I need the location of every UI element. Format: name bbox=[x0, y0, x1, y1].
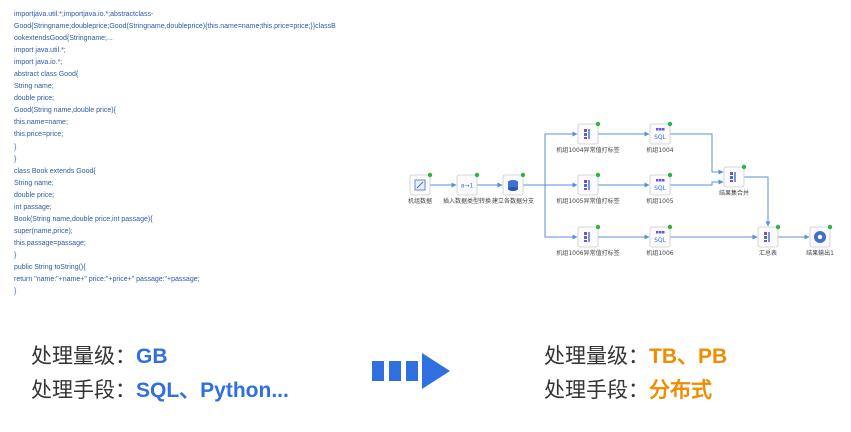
transition-arrow-icon bbox=[372, 353, 450, 389]
status-dot bbox=[775, 224, 781, 230]
code-line: Book(String name,double price,int passag… bbox=[14, 215, 153, 223]
code-line: import java.util.*; bbox=[14, 47, 66, 55]
status-dot bbox=[667, 224, 673, 230]
left-method-label: 处理手段： bbox=[31, 378, 136, 402]
status-dot bbox=[520, 172, 526, 178]
sql-icon: SQL bbox=[654, 231, 667, 244]
database-branch-icon bbox=[508, 180, 518, 191]
flow-node-n4[interactable]: 机组1004异常值打标签 bbox=[556, 121, 620, 154]
flow-node-label: 机组1006 bbox=[646, 249, 673, 257]
merge-icon bbox=[730, 172, 736, 182]
flow-node-n8[interactable]: SQL 机组1005 bbox=[646, 172, 674, 205]
tag-filter-icon bbox=[584, 129, 590, 139]
status-dot bbox=[595, 224, 601, 230]
code-line: this.price=price; bbox=[14, 131, 64, 139]
code-snippet: importjava.util.*;importjava.io.*;abstra… bbox=[14, 9, 359, 298]
code-line: this.name=name; bbox=[14, 119, 68, 127]
status-dot bbox=[827, 224, 833, 230]
right-method-label: 处理手段： bbox=[544, 378, 649, 402]
status-dot bbox=[741, 164, 747, 170]
code-line: double price; bbox=[14, 191, 55, 199]
flow-node-n10[interactable]: 结果集合并 bbox=[719, 164, 749, 197]
left-scale-value: GB bbox=[136, 345, 168, 368]
type-convert-icon: a→1 bbox=[461, 183, 474, 190]
flow-node-icon-text: SQL bbox=[654, 237, 667, 244]
right-scale-label: 处理量级： bbox=[544, 344, 649, 368]
edge-n3-n6 bbox=[544, 185, 578, 240]
code-line: int passage; bbox=[14, 203, 52, 211]
code-line: super(name,price); bbox=[14, 227, 73, 235]
code-line: abstract class Good{ bbox=[14, 71, 79, 79]
flow-node-n1[interactable]: 机组数据 bbox=[408, 172, 433, 205]
flow-nodes: 机组数据a→1插入数据类型转换建立各数据分支机组1004异常值打标签机组1005… bbox=[408, 121, 834, 257]
status-dot bbox=[474, 172, 480, 178]
flow-node-icon-text: a→1 bbox=[461, 183, 474, 190]
flow-node-icon-text: SQL bbox=[654, 185, 667, 192]
code-line: public String toString(){ bbox=[14, 263, 86, 271]
flow-node-icon-text: SQL bbox=[654, 134, 667, 141]
flow-edges bbox=[430, 131, 810, 240]
code-line: } bbox=[14, 155, 17, 163]
left-method-value: SQL、Python... bbox=[136, 379, 289, 402]
flow-node-label: 机组1006异常值打标签 bbox=[556, 249, 619, 257]
flow-node-label: 机组1005 bbox=[646, 197, 673, 205]
code-line: ookextendsGood{Stringname;... bbox=[14, 35, 113, 43]
data-table-icon bbox=[414, 179, 426, 191]
right-scale-row: 处理量级：TB、PB bbox=[544, 340, 727, 370]
sql-icon: SQL bbox=[654, 128, 667, 141]
code-line: this.passage=passage; bbox=[14, 239, 86, 247]
flow-node-n2[interactable]: a→1 插入数据类型转换 bbox=[443, 172, 491, 205]
flow-node-label: 建立各数据分支 bbox=[492, 197, 534, 205]
sql-icon: SQL bbox=[654, 179, 667, 192]
status-dot bbox=[595, 121, 601, 127]
code-line: importjava.util.*;importjava.io.*;abstra… bbox=[14, 11, 154, 18]
code-line: Good{Stringname;doubleprice;Good(Stringn… bbox=[14, 23, 336, 31]
edge-n10-n11 bbox=[744, 176, 771, 227]
flow-node-label: 结果输出1 bbox=[806, 249, 834, 257]
status-dot bbox=[667, 121, 673, 127]
status-dot bbox=[667, 172, 673, 178]
code-line: Good(String name,double price){ bbox=[14, 107, 116, 115]
left-method-row: 处理手段：SQL、Python... bbox=[31, 374, 289, 404]
code-line: class Book extends Good{ bbox=[14, 167, 96, 175]
edge-n3-n4 bbox=[523, 131, 578, 186]
left-scale-label: 处理量级： bbox=[31, 344, 136, 368]
flow-node-label: 插入数据类型转换 bbox=[443, 197, 491, 205]
code-line: double price; bbox=[14, 95, 55, 103]
code-line: String name; bbox=[14, 179, 54, 187]
code-line: } bbox=[14, 288, 17, 296]
code-line: } bbox=[14, 143, 17, 151]
flow-node-n12[interactable]: 结果输出1 bbox=[806, 224, 834, 257]
flow-node-label: 结果集合并 bbox=[719, 189, 749, 197]
left-scale-row: 处理量级：GB bbox=[31, 340, 168, 370]
edge-n7-n10 bbox=[670, 133, 724, 175]
flow-node-n9[interactable]: SQL 机组1006 bbox=[646, 224, 674, 257]
flow-node-label: 汇总表 bbox=[759, 249, 777, 257]
right-method-value: 分布式 bbox=[649, 379, 712, 402]
merge-icon bbox=[764, 232, 770, 242]
code-line: String name; bbox=[14, 83, 54, 91]
tag-filter-icon bbox=[584, 232, 590, 242]
edge-n8-n10 bbox=[670, 179, 724, 186]
flow-node-label: 机组1004 bbox=[646, 146, 673, 154]
flow-node-n5[interactable]: 机组1005异常值打标签 bbox=[556, 172, 620, 205]
code-line: return "name:"+name+" price:"+price+" pa… bbox=[14, 276, 200, 284]
right-method-row: 处理手段：分布式 bbox=[544, 374, 712, 404]
code-line: } bbox=[14, 251, 17, 259]
right-scale-value: TB、PB bbox=[649, 345, 728, 368]
flow-node-n7[interactable]: SQL 机组1004 bbox=[646, 121, 674, 154]
status-dot bbox=[427, 172, 433, 178]
code-line: import java.io.*; bbox=[14, 59, 63, 67]
tag-filter-icon bbox=[584, 180, 590, 190]
flow-node-n11[interactable]: 汇总表 bbox=[757, 224, 781, 257]
flow-node-label: 机组数据 bbox=[408, 197, 432, 205]
flow-node-label: 机组1004异常值打标签 bbox=[556, 146, 619, 154]
flow-node-n3[interactable]: 建立各数据分支 bbox=[492, 172, 534, 205]
output-gear-icon bbox=[814, 231, 826, 243]
flow-node-n6[interactable]: 机组1006异常值打标签 bbox=[556, 224, 620, 257]
status-dot bbox=[595, 172, 601, 178]
flow-node-label: 机组1005异常值打标签 bbox=[556, 197, 619, 205]
